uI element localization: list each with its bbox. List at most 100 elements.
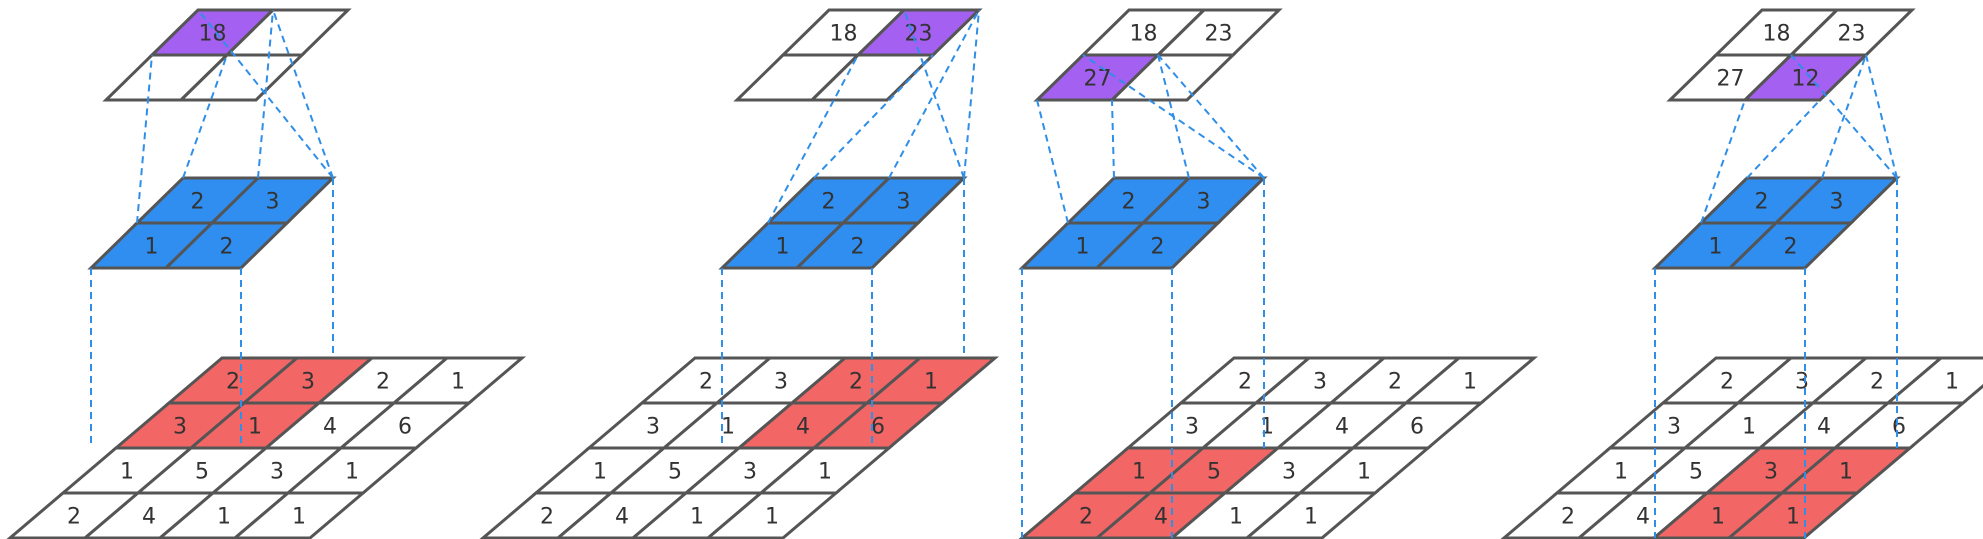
input-grid-value: 3 [743, 460, 757, 485]
input-grid-value: 4 [796, 415, 810, 440]
input-grid-value: 3 [173, 415, 187, 440]
input-grid-value: 4 [323, 415, 337, 440]
input-grid-cell [1725, 491, 1862, 539]
input-grid-value: 2 [1388, 370, 1402, 395]
projection-line [1746, 99, 1821, 179]
output-grid-value: 18 [199, 22, 227, 47]
input-grid-value: 4 [1335, 415, 1349, 440]
kernel-grid-value: 1 [145, 235, 159, 260]
projection-line [1790, 54, 1898, 179]
output-grid-value: 27 [1717, 67, 1745, 92]
input-grid-value: 1 [1711, 505, 1725, 530]
projection-line [888, 9, 980, 179]
input-grid-value: 6 [1892, 415, 1906, 440]
projection-line [1700, 99, 1746, 224]
kernel-grid-value: 2 [220, 235, 234, 260]
input-grid-value: 2 [1238, 370, 1252, 395]
input-grid-cell [231, 491, 368, 539]
projection-line [136, 54, 153, 224]
input-grid-value: 1 [690, 505, 704, 530]
kernel-grid-value: 1 [776, 235, 790, 260]
input-grid-value: 1 [593, 460, 607, 485]
input-grid-value: 3 [1185, 415, 1199, 440]
input-grid-value: 5 [1207, 460, 1221, 485]
kernel-grid-value: 3 [1830, 190, 1844, 215]
output-grid-value: 18 [1763, 22, 1791, 47]
input-grid-value: 3 [301, 370, 315, 395]
input-grid-value: 5 [195, 460, 209, 485]
projection-line [813, 54, 934, 179]
kernel-grid-value: 2 [1151, 235, 1165, 260]
input-grid-value: 1 [1229, 505, 1243, 530]
input-grid-value: 5 [1689, 460, 1703, 485]
input-grid-value: 2 [1561, 505, 1575, 530]
kernel-grid-value: 3 [266, 190, 280, 215]
input-grid-value: 1 [1357, 460, 1371, 485]
projection-line [182, 54, 228, 179]
input-grid-cell [704, 491, 841, 539]
kernel-grid-value: 3 [897, 190, 911, 215]
input-grid-value: 1 [217, 505, 231, 530]
input-grid-value: 1 [248, 415, 262, 440]
projection-line [1082, 54, 1265, 179]
kernel-grid-value: 2 [1755, 190, 1769, 215]
projection-line [903, 9, 965, 179]
input-grid-value: 1 [1786, 505, 1800, 530]
input-grid-value: 3 [774, 370, 788, 395]
input-grid-value: 3 [1764, 460, 1778, 485]
input-grid-value: 1 [1839, 460, 1853, 485]
input-grid-value: 3 [646, 415, 660, 440]
input-grid-value: 1 [765, 505, 779, 530]
projection-line [257, 9, 274, 179]
output-grid-value: 23 [1205, 22, 1233, 47]
input-grid-value: 3 [1282, 460, 1296, 485]
input-grid-value: 4 [142, 505, 156, 530]
input-grid-value: 5 [668, 460, 682, 485]
projection-line [1821, 54, 1867, 179]
input-grid-value: 1 [818, 460, 832, 485]
input-grid-value: 3 [1667, 415, 1681, 440]
input-grid-value: 2 [699, 370, 713, 395]
input-grid-value: 6 [398, 415, 412, 440]
input-grid-value: 6 [871, 415, 885, 440]
kernel-grid-value: 1 [1076, 235, 1090, 260]
input-grid-value: 1 [292, 505, 306, 530]
kernel-grid-value: 1 [1709, 235, 1723, 260]
kernel-grid-cell [1726, 221, 1855, 270]
input-grid-value: 3 [1313, 370, 1327, 395]
input-grid-value: 2 [540, 505, 554, 530]
input-grid-value: 4 [615, 505, 629, 530]
output-grid-value: 23 [1838, 22, 1866, 47]
output-grid-value: 27 [1084, 67, 1112, 92]
input-grid-value: 1 [1742, 415, 1756, 440]
projection-line [1111, 99, 1115, 179]
input-grid-value: 6 [1410, 415, 1424, 440]
projection-line [963, 9, 980, 179]
input-grid-value: 2 [1870, 370, 1884, 395]
input-grid-value: 1 [1304, 505, 1318, 530]
output-grid-cell [1108, 53, 1237, 102]
projection-line [1865, 54, 1898, 179]
kernel-grid-value: 3 [1197, 190, 1211, 215]
kernel-grid-cell [793, 221, 922, 270]
kernel-grid-value: 2 [822, 190, 836, 215]
output-grid-value: 18 [830, 22, 858, 47]
input-grid-value: 2 [376, 370, 390, 395]
input-grid-value: 4 [1154, 505, 1168, 530]
kernel-grid-value: 2 [851, 235, 865, 260]
kernel-grid-value: 2 [191, 190, 205, 215]
projection-line [1036, 99, 1069, 224]
input-grid-cell [1243, 491, 1380, 539]
projection-line [767, 54, 859, 224]
input-grid-value: 2 [226, 370, 240, 395]
input-grid-value: 4 [1817, 415, 1831, 440]
input-grid-value: 2 [849, 370, 863, 395]
kernel-grid-cell [1093, 221, 1222, 270]
input-grid-value: 1 [451, 370, 465, 395]
